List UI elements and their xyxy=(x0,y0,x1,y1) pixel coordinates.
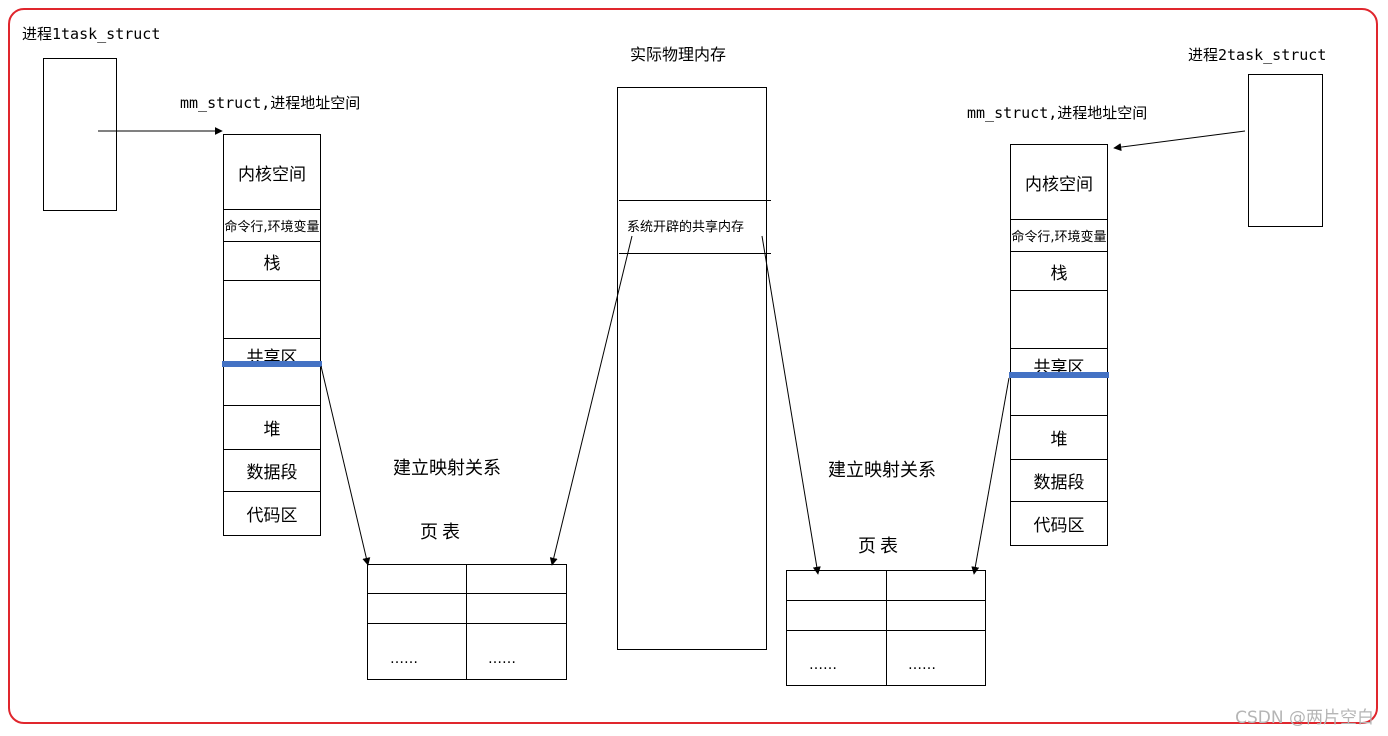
mapping-label-left: 建立映射关系 xyxy=(393,458,501,479)
page-table-cell: …… xyxy=(390,651,418,667)
page-table-title-right: 页表 xyxy=(858,536,902,557)
shared-region-bar-left xyxy=(222,361,322,367)
physical-memory-box xyxy=(617,87,767,650)
process2-label: 进程2task_struct xyxy=(1188,46,1327,64)
shared-memory-top-line xyxy=(619,200,771,201)
arrow-task2-to-mm xyxy=(1113,130,1246,152)
page-table-cell: …… xyxy=(908,657,936,673)
page-table-row-line xyxy=(368,593,566,594)
mm-struct-right-label: mm_struct,进程地址空间 xyxy=(967,104,1148,122)
page-table-title-left: 页表 xyxy=(420,522,464,543)
cmdline-env-segment: 命令行,环境变量 xyxy=(224,210,320,242)
arrow-shm-to-pagetable-right xyxy=(761,235,821,575)
page-table-row-line xyxy=(368,623,566,624)
below-shared-segment xyxy=(224,367,320,406)
shared-region-bar-right xyxy=(1009,372,1109,378)
code-segment: 代码区 xyxy=(1033,516,1085,536)
page-table-right: …… …… xyxy=(786,570,986,686)
watermark: CSDN @两片空白 xyxy=(1235,708,1374,728)
kernel-space-segment: 内核空间 xyxy=(224,135,320,210)
below-shared-segment xyxy=(1011,377,1107,416)
gap-segment xyxy=(224,281,320,339)
data-segment: 数据段 xyxy=(224,450,320,492)
kernel-space-segment: 内核空间 xyxy=(1011,145,1107,220)
arrow-shm-to-pagetable-left xyxy=(549,235,633,566)
shared-memory-bottom-line xyxy=(619,253,771,254)
mapping-label-right: 建立映射关系 xyxy=(828,460,936,481)
code-segment: 代码区 xyxy=(246,506,298,526)
diagram-frame xyxy=(8,8,1378,724)
data-segment: 数据段 xyxy=(1011,460,1107,502)
address-space-right: 内核空间 命令行,环境变量 栈 共享区 堆 数据段 代码区 xyxy=(1010,144,1108,546)
page-table-cell: …… xyxy=(488,651,516,667)
heap-segment: 堆 xyxy=(224,406,320,450)
gap-segment xyxy=(1011,291,1107,349)
stack-segment: 栈 xyxy=(224,242,320,281)
process1-task-struct-box xyxy=(43,58,117,211)
page-table-left: …… …… xyxy=(367,564,567,680)
process2-task-struct-box xyxy=(1248,74,1323,227)
page-table-column-line xyxy=(466,565,467,679)
process1-label: 进程1task_struct xyxy=(22,25,161,43)
mm-struct-left-label: mm_struct,进程地址空间 xyxy=(180,94,361,112)
stack-segment: 栈 xyxy=(1011,252,1107,291)
page-table-column-line xyxy=(886,571,887,685)
page-table-cell: …… xyxy=(809,657,837,673)
cmdline-env-segment: 命令行,环境变量 xyxy=(1011,220,1107,252)
shared-memory-label: 系统开辟的共享内存 xyxy=(627,220,745,235)
arrow-shared-right-to-pagetable xyxy=(971,377,1010,575)
heap-segment: 堆 xyxy=(1011,416,1107,460)
physical-memory-label: 实际物理内存 xyxy=(630,45,727,64)
arrow-shared-left-to-pagetable xyxy=(320,365,371,566)
